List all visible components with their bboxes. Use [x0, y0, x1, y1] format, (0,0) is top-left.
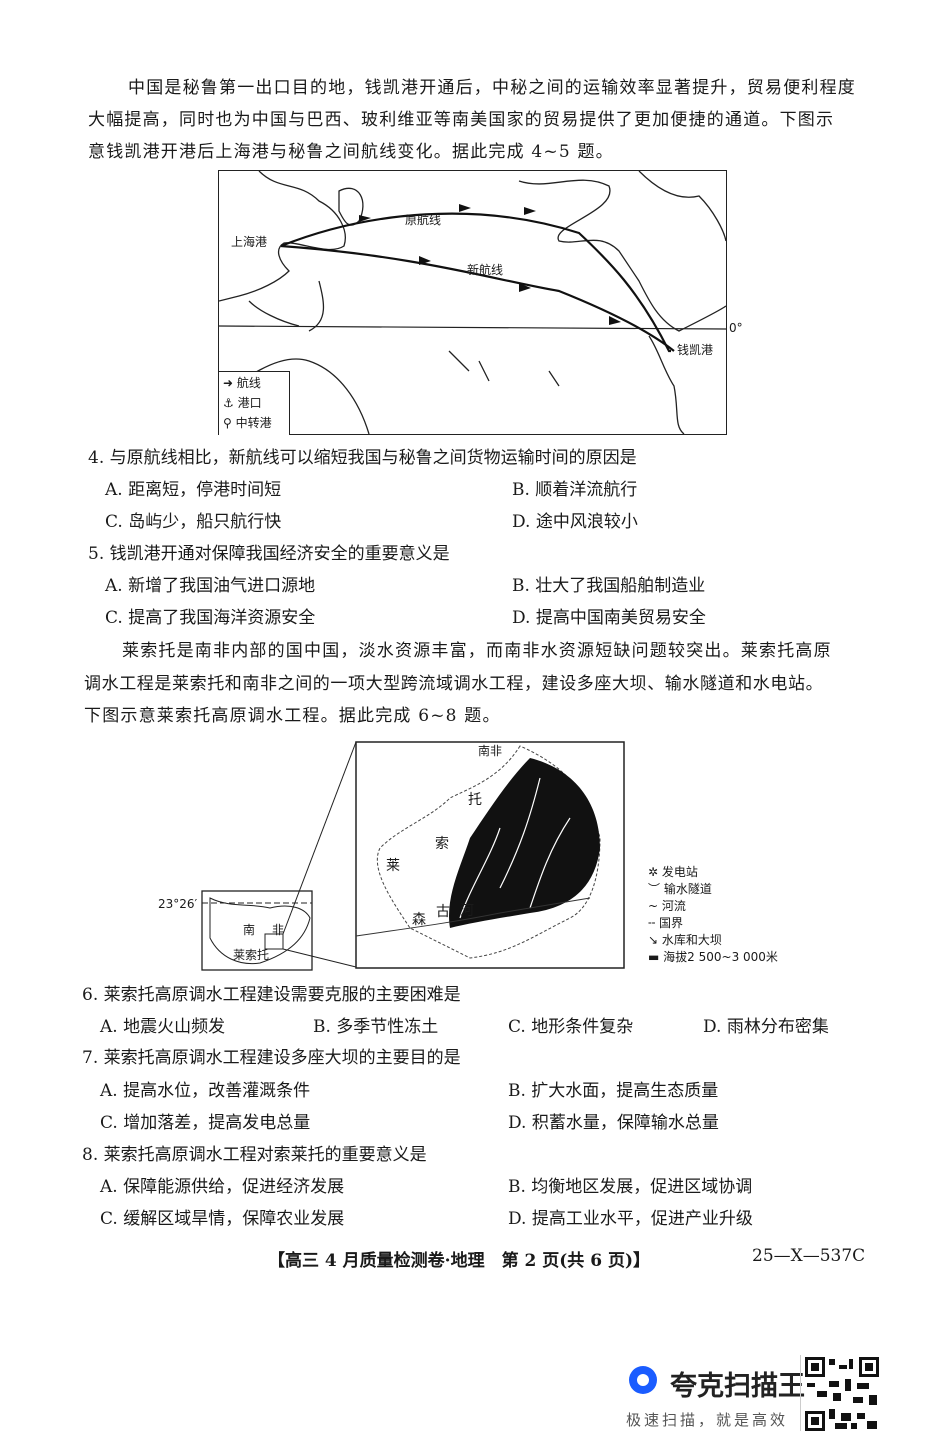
question-7-option-c: C. 增加落差，提高发电总量 — [100, 1113, 311, 1133]
legend-dam: ↘ 水库和大坝 — [648, 933, 722, 947]
passage1-line: 中国是秘鲁第一出口目的地，钱凯港开通后，中秘之间的运输效率显著提升，贸易便利程度 — [128, 78, 856, 98]
question-4-option-c: C. 岛屿少，船只航行快 — [105, 512, 282, 532]
route-arrow — [419, 256, 431, 265]
he-label: 河 — [460, 903, 474, 919]
question-6-option-a: A. 地震火山频发 — [100, 1017, 226, 1037]
question-5-option-c: C. 提高了我国海洋资源安全 — [105, 608, 316, 628]
legend-transit-port: ⚲ 中转港 — [223, 416, 272, 430]
lai-label: 莱 — [386, 858, 400, 874]
new-route-line — [280, 244, 675, 352]
map-drawing — [219, 171, 726, 434]
legend-tunnel-label: 输水隧道 — [663, 882, 712, 896]
old-route-label: 原航线 — [405, 213, 442, 227]
map2-legend: ✲ 发电站 ︶ 输水隧道 ~ 河流 ╌ 国界 ↘ 水库和大坝 ▬ 海拔2 500… — [648, 863, 778, 965]
question-8-option-b: B. 均衡地区发展，促进区域协调 — [508, 1177, 753, 1197]
question-8-stem: 8. 莱索托高原调水工程对索莱托的重要意义是 — [82, 1145, 427, 1165]
page-footer-title: 【高三 4 月质量检测卷·地理 第 2 页(共 6 页)】 — [268, 1251, 651, 1271]
inset-lesotho-label: 莱索托 — [233, 948, 270, 962]
question-4-option-b: B. 顺着洋流航行 — [512, 480, 638, 500]
equator-line — [219, 325, 726, 330]
question-7-stem: 7. 莱索托高原调水工程建设多座大坝的主要目的是 — [82, 1048, 461, 1068]
legend-port-label: 港口 — [237, 396, 262, 410]
question-4-option-d: D. 途中风浪较小 — [512, 512, 638, 532]
equator-label: 0° — [729, 321, 743, 335]
gu-label: 古 — [436, 904, 450, 920]
legend-elevation: ▬ 海拔2 500~3 000米 — [648, 950, 778, 964]
route-arrow — [524, 207, 536, 215]
old-route-line — [280, 212, 671, 353]
border-line — [376, 745, 601, 959]
quark-logo-icon — [625, 1362, 661, 1398]
passage2-line: 调水工程是莱索托和南非之间的一项大型跨流域调水工程，建设多座大坝、输水隧道和水电… — [84, 674, 824, 694]
question-7-option-b: B. 扩大水面，提高生态质量 — [508, 1081, 719, 1101]
suo-label: 索 — [435, 836, 449, 852]
inset-highlight — [264, 933, 284, 950]
map1-legend: ➜ 航线 ⚓ 港口 ⚲ 中转港 — [219, 371, 290, 435]
route-arrow — [359, 215, 371, 222]
legend-power-station-label: 发电站 — [661, 865, 698, 879]
inset-africa-label: 非 — [272, 923, 285, 937]
river-line — [355, 897, 591, 937]
question-5-option-a: A. 新增了我国油气进口源地 — [105, 576, 316, 596]
route-arrow — [459, 204, 471, 212]
question-5-option-d: D. 提高中国南美贸易安全 — [512, 608, 706, 628]
inset-frame — [201, 890, 313, 971]
watermark-divider — [800, 1355, 801, 1431]
legend-route: ➜ 航线 — [223, 376, 261, 390]
inset-south-label: 南 — [243, 923, 256, 937]
passage1-line: 意钱凯港开港后上海港与秘鲁之间航线变化。据此完成 4~5 题。 — [88, 142, 614, 162]
highland-area — [449, 758, 600, 928]
question-6-option-b: B. 多季节性冻土 — [313, 1017, 439, 1037]
question-8-option-d: D. 提高工业水平，促进产业升级 — [508, 1209, 753, 1229]
legend-river-label: 河流 — [661, 899, 686, 913]
passage2-line: 莱索托是南非内部的国中国，淡水资源丰富，而南非水资源短缺问题较突出。莱索托高原 — [122, 641, 832, 661]
paper-code: 25—X—537C — [752, 1246, 866, 1266]
question-7-option-a: A. 提高水位，改善灌溉条件 — [100, 1081, 311, 1101]
route-arrow — [519, 283, 531, 292]
question-6-option-d: D. 雨林分布密集 — [703, 1017, 829, 1037]
legend-tunnel: ︶ 输水隧道 — [648, 882, 712, 896]
legend-border-label: 国界 — [659, 916, 684, 930]
legend-dam-label: 水库和大坝 — [661, 933, 722, 947]
passage1-line: 大幅提高，同时也为中国与巴西、玻利维亚等南美国家的贸易提供了更加便捷的通道。下图… — [88, 110, 835, 130]
question-8-option-a: A. 保障能源供给，促进经济发展 — [100, 1177, 345, 1197]
question-4-stem: 4. 与原航线相比，新航线可以缩短我国与秘鲁之间货物运输时间的原因是 — [88, 448, 637, 468]
qr-code-icon — [805, 1357, 879, 1431]
question-5-stem: 5. 钱凯港开通对保障我国经济安全的重要意义是 — [88, 544, 450, 564]
legend-transit-label: 中转港 — [235, 416, 272, 430]
question-4-option-a: A. 距离短，停港时间短 — [105, 480, 282, 500]
passage2-line: 下图示意莱索托高原调水工程。据此完成 6~8 题。 — [84, 706, 501, 726]
legend-power-station: ✲ 发电站 — [648, 865, 698, 879]
sen-label: 森 — [412, 912, 426, 928]
tuo-label: 托 — [468, 792, 482, 808]
legend-elevation-label: 海拔2 500~3 000米 — [663, 950, 778, 964]
watermark-slogan: 极速扫描，就是高效 — [626, 1411, 789, 1429]
chancay-port-label: 钱凯港 — [677, 343, 714, 357]
question-8-option-c: C. 缓解区域旱情，保障农业发展 — [100, 1209, 345, 1229]
shanghai-port-label: 上海港 — [231, 235, 268, 249]
new-route-label: 新航线 — [467, 263, 504, 277]
question-6-stem: 6. 莱索托高原调水工程建设需要克服的主要困难是 — [82, 985, 461, 1005]
legend-river: ~ 河流 — [648, 899, 686, 913]
question-6-option-c: C. 地形条件复杂 — [508, 1017, 634, 1037]
tropic-latitude-label: 23°26′ — [158, 897, 198, 911]
legend-border: ╌ 国界 — [648, 916, 684, 930]
question-7-option-d: D. 积蓄水量，保障输水总量 — [508, 1113, 719, 1133]
legend-route-label: 航线 — [236, 376, 261, 390]
shipping-route-map: 上海港 原航线 新航线 钱凯港 0° ➜ 航线 ⚓ 港口 ⚲ 中转港 — [218, 170, 743, 435]
south-africa-label: 南非 — [478, 744, 503, 758]
asia-coast — [219, 171, 346, 302]
route-arrow — [609, 316, 621, 325]
legend-port: ⚓ 港口 — [223, 396, 262, 410]
watermark-brand: 夸克扫描王 — [670, 1371, 805, 1402]
question-5-option-b: B. 壮大了我国船舶制造业 — [512, 576, 706, 596]
lesotho-map — [201, 741, 625, 971]
